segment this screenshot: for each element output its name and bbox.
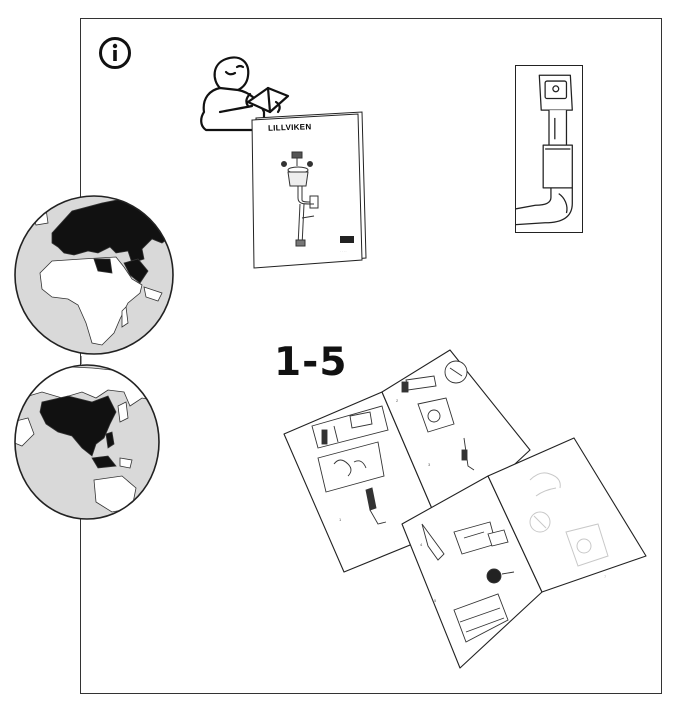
info-icon <box>99 37 131 69</box>
instruction-booklet: · · · · <box>251 111 367 269</box>
svg-text:3: 3 <box>428 462 431 467</box>
svg-text:5: 5 <box>434 598 437 603</box>
svg-text:4: 4 <box>420 542 423 547</box>
svg-text:7: 7 <box>604 574 607 579</box>
globe-asia-icon <box>14 364 160 520</box>
svg-text:2: 2 <box>396 398 399 403</box>
person-reading-icon <box>200 56 290 132</box>
globe-divider <box>80 356 82 364</box>
svg-text:· · · ·: · · · · <box>340 249 347 253</box>
globe-europe-africa-icon <box>14 195 174 355</box>
open-instruction-manual: 1 2 3 4 5 7 <box>283 349 647 669</box>
drain-pipe-detail <box>515 65 583 233</box>
svg-text:1: 1 <box>339 517 342 522</box>
page-range-label: 1-5 <box>274 340 348 385</box>
booklet-title: LILLVIKEN <box>267 122 312 133</box>
